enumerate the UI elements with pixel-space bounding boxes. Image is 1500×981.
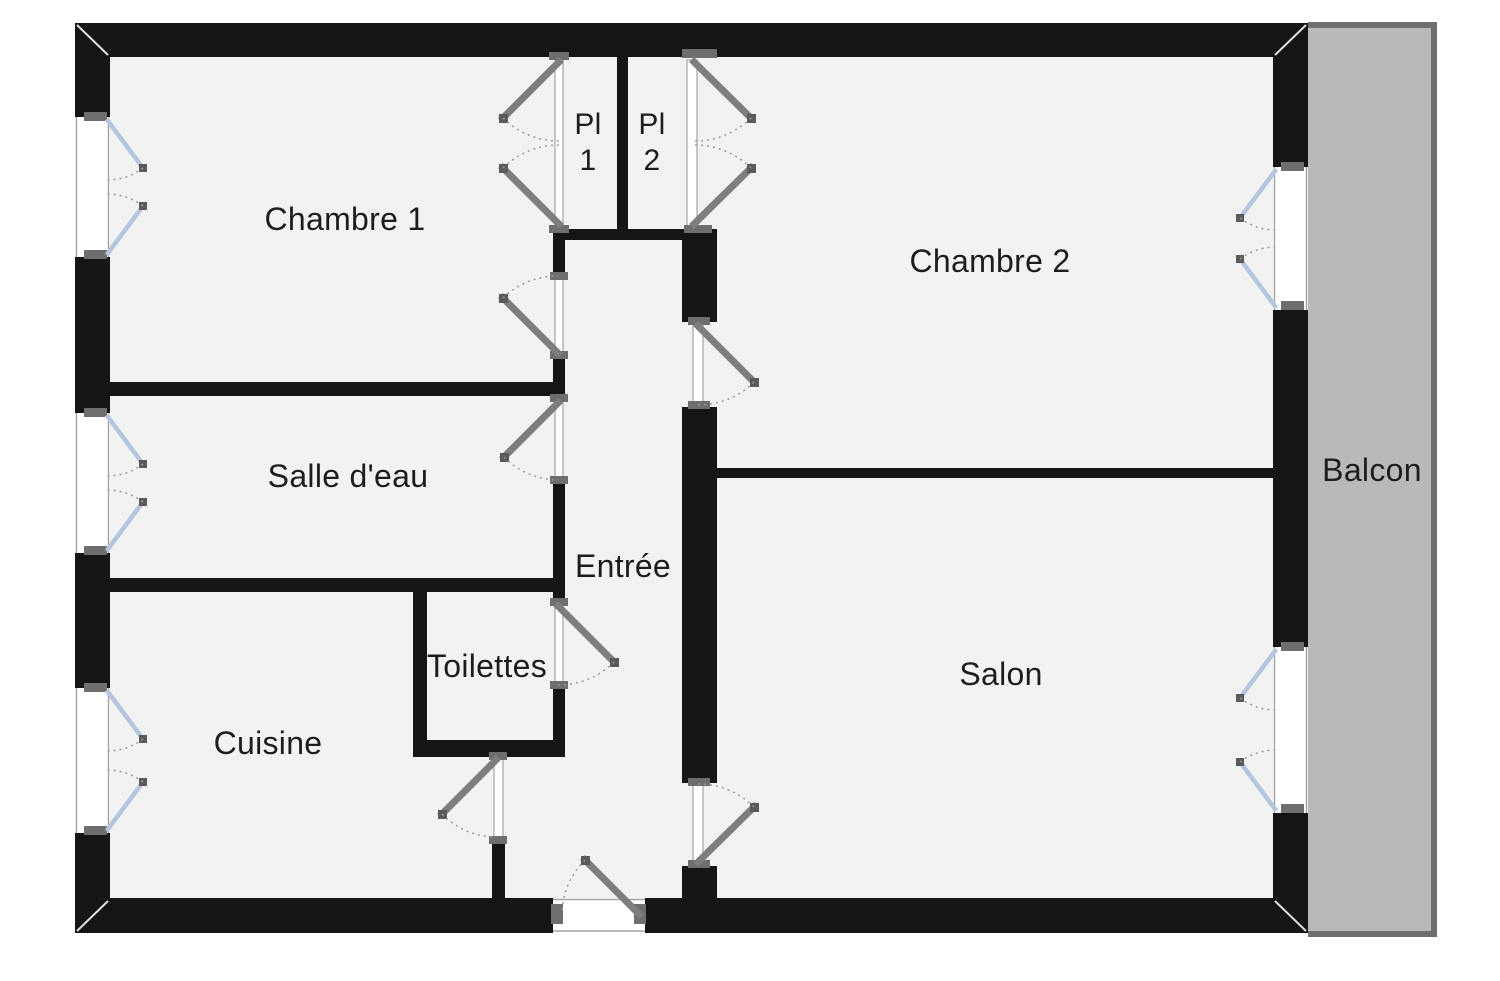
door-toilettes <box>550 598 619 689</box>
door-cuisine <box>437 752 507 844</box>
door-placard-1 <box>498 52 569 233</box>
wall-hall-west-seg2 <box>553 357 565 398</box>
wall-hall-east-seg3 <box>682 866 717 898</box>
room-label-chambre-1: Chambre 1 <box>264 201 426 237</box>
interior-walls <box>110 57 1273 898</box>
window-chambre-2 <box>1236 162 1308 310</box>
balcony-slab <box>1308 28 1431 931</box>
wall-left-seg4 <box>75 833 110 933</box>
wall-bottom-left <box>75 898 553 933</box>
room-label-balcon: Balcon <box>1322 452 1422 488</box>
wall-cuisine-entree-stub <box>492 840 505 898</box>
wall-hall-east-seg2 <box>682 407 717 783</box>
wall-hall-west-seg4 <box>553 687 565 740</box>
wall-toilettes-south <box>413 740 565 757</box>
room-label-placard-1: Pl 1 <box>574 108 602 177</box>
door-chambre-2 <box>688 317 759 409</box>
window-salle-deau <box>75 408 147 555</box>
outer-walls <box>75 23 1308 933</box>
wall-chambre2-salon <box>717 468 1273 478</box>
door-chambre-1 <box>498 272 568 359</box>
door-placard-2 <box>682 49 756 233</box>
window-salon <box>1236 642 1308 813</box>
corner-seams <box>76 24 1307 932</box>
wall-toilettes-west <box>413 592 427 757</box>
wall-left-seg2 <box>75 257 110 413</box>
wall-bottom-right <box>645 898 1308 933</box>
room-label-placard-2: Pl 2 <box>638 108 666 177</box>
room-label-entree: Entrée <box>574 548 672 584</box>
door-salon <box>688 778 759 868</box>
wall-left-seg1 <box>75 23 110 117</box>
wall-salledeau-cuisine <box>110 578 553 592</box>
balcony <box>1308 22 1437 937</box>
window-chambre-1 <box>75 112 147 259</box>
door-salle-deau <box>499 394 568 484</box>
room-label-toilettes: Toilettes <box>426 648 548 684</box>
wall-hall-east-seg1 <box>682 240 717 322</box>
room-label-salon: Salon <box>959 656 1043 692</box>
wall-left-seg3 <box>75 553 110 688</box>
wall-chambre1-salledeau <box>110 382 553 396</box>
door-entree <box>551 855 646 933</box>
wall-closets-bottom <box>553 229 717 240</box>
room-label-chambre-2: Chambre 2 <box>909 243 1071 279</box>
wall-right-seg2 <box>1273 310 1308 647</box>
room-label-cuisine: Cuisine <box>213 725 323 761</box>
window-cuisine <box>75 683 147 835</box>
wall-closet-divider <box>617 57 628 229</box>
wall-hall-west-seg1 <box>553 240 565 277</box>
wall-hall-west-seg3 <box>553 482 565 602</box>
wall-right-seg1 <box>1273 23 1308 167</box>
wall-right-seg3 <box>1273 813 1308 933</box>
room-label-salle-deau: Salle d'eau <box>267 458 429 494</box>
